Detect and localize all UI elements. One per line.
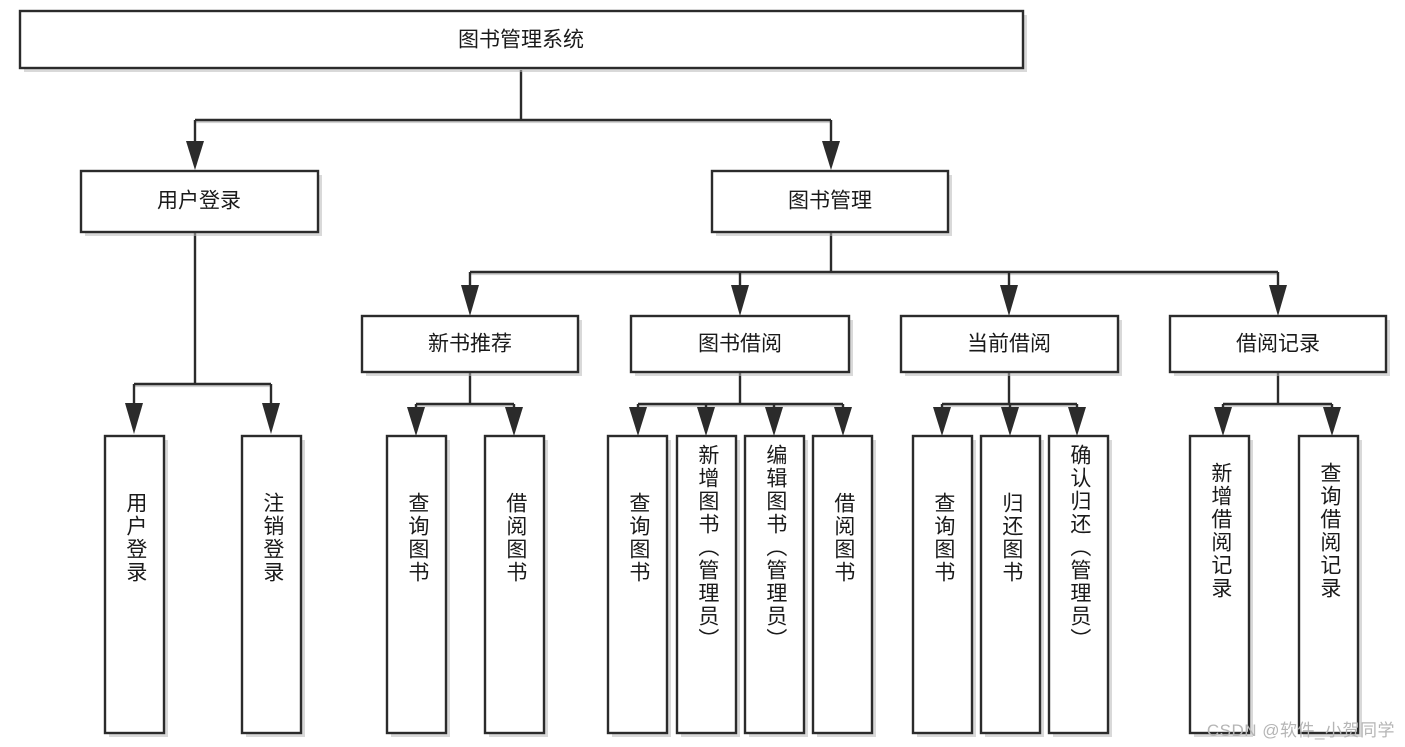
arrow-bm-to-new-book-recommend: [461, 285, 479, 316]
leaf-return-book[interactable]: [979, 434, 1042, 735]
leaf-borrow-book[interactable]: [811, 434, 874, 735]
leaf-query-book-borrow[interactable]: [606, 434, 669, 735]
watermark-text: CSDN @软件_小贺同学: [1206, 721, 1395, 740]
leaf-confirm-return-admin[interactable]: [1047, 434, 1110, 735]
node-book-borrow[interactable]: [629, 314, 851, 374]
node-user-login[interactable]: [79, 169, 320, 234]
node-current-borrow[interactable]: [899, 314, 1120, 374]
arrow-bb-leaf-4: [834, 407, 852, 436]
arrow-nbr-leaf-1: [407, 407, 425, 436]
node-root-label: 图书管理系统: [458, 29, 584, 52]
arrow-bm-to-book-borrow: [731, 285, 749, 316]
arrow-bb-leaf-3: [765, 407, 783, 436]
node-new-book-recommend[interactable]: [360, 314, 580, 374]
node-borrow-record[interactable]: [1168, 314, 1388, 374]
arrow-root-to-book-manage: [822, 141, 840, 170]
node-borrow-record-label: 借阅记录: [1236, 333, 1320, 356]
leaf-user-login[interactable]: [103, 434, 166, 735]
node-current-borrow-label: 当前借阅: [967, 333, 1051, 356]
arrow-user-login-leaf-2: [262, 403, 280, 434]
leaf-query-book-current[interactable]: [911, 434, 974, 735]
node-new-book-recommend-label: 新书推荐: [428, 333, 512, 356]
arrow-nbr-leaf-2: [505, 407, 523, 436]
leaf-add-borrow-record[interactable]: [1188, 434, 1251, 735]
leaf-logout-login[interactable]: [240, 434, 303, 735]
leaf-query-book-rec[interactable]: [385, 434, 448, 735]
leaf-add-book-admin[interactable]: [675, 434, 738, 735]
arrow-bb-leaf-2: [697, 407, 715, 436]
arrow-cb-leaf-1: [933, 407, 951, 436]
node-user-login-label: 用户登录: [157, 190, 241, 213]
node-layer: 图书管理系统 用户登录 图书管理 新书推荐 图书借阅 当前借阅 借阅记录: [18, 9, 1390, 737]
leaf-edit-book-admin[interactable]: [743, 434, 806, 735]
node-book-manage[interactable]: [710, 169, 950, 234]
arrow-cb-leaf-2: [1001, 407, 1019, 436]
arrow-bm-to-current-borrow: [1000, 285, 1018, 316]
leaf-borrow-book-rec[interactable]: [483, 434, 546, 735]
arrow-br-leaf-1: [1214, 407, 1232, 436]
arrow-bb-leaf-1: [629, 407, 647, 436]
node-root[interactable]: [18, 9, 1025, 70]
arrow-br-leaf-2: [1323, 407, 1341, 436]
connector-layer: [125, 70, 1341, 436]
node-book-manage-label: 图书管理: [788, 190, 872, 213]
arrow-cb-leaf-3: [1068, 407, 1086, 436]
leaf-query-borrow-record[interactable]: [1297, 434, 1360, 735]
arrow-user-login-leaf-1: [125, 403, 143, 434]
node-book-borrow-label: 图书借阅: [698, 333, 782, 356]
arrow-bm-to-borrow-record: [1269, 285, 1287, 316]
arrow-root-to-user-login: [186, 141, 204, 170]
